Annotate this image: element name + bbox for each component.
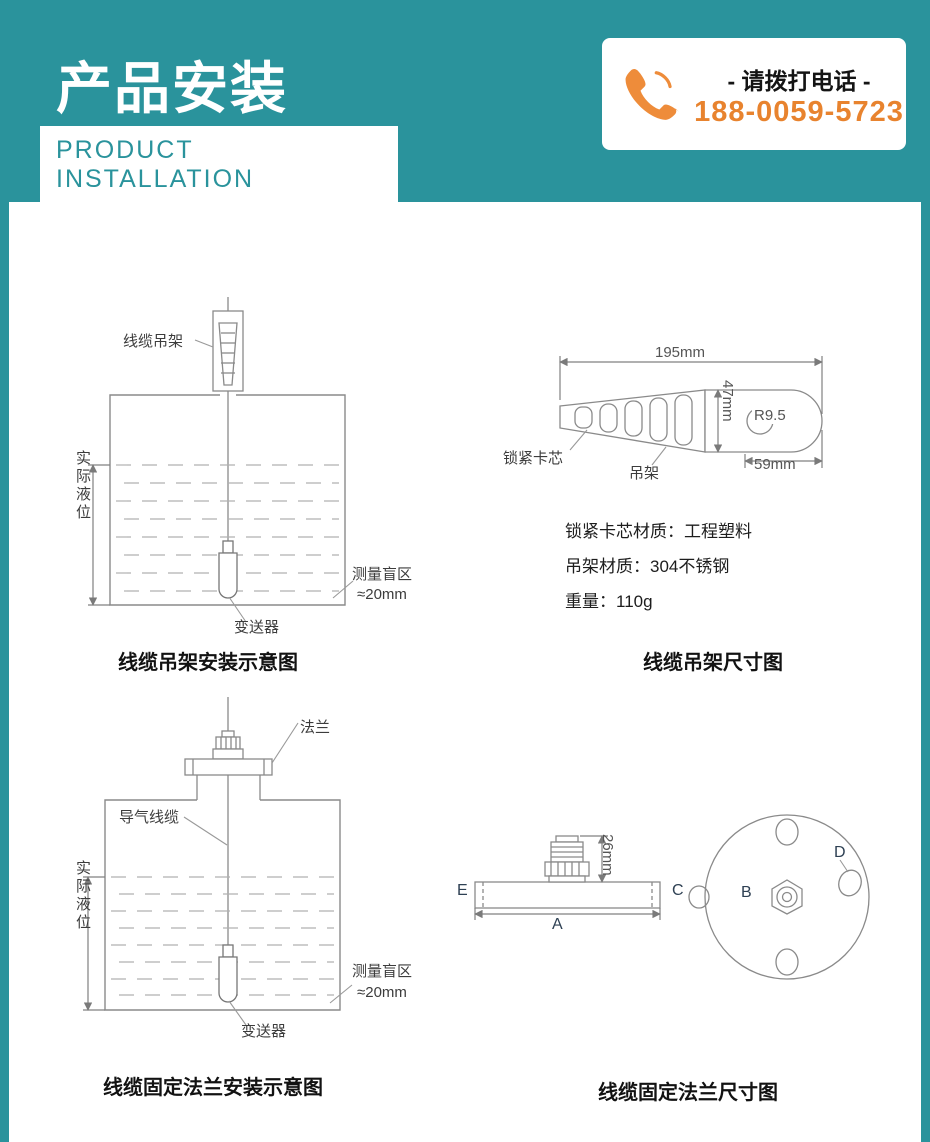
level-dimension (88, 464, 110, 606)
phone-icon (625, 69, 680, 120)
flange-dims-caption: 线缆固定法兰尺寸图 (598, 1082, 778, 1104)
flange-plate (184, 758, 273, 800)
liquid-hatch (111, 876, 334, 996)
transmitter-label: 变送器 (234, 619, 280, 636)
blind-zone-label: 测量盲区 (352, 566, 413, 583)
leader-lines (569, 429, 667, 466)
level-dimension (83, 876, 105, 1011)
header-banner: 产品安装 PRODUCT INSTALLATION - 请拨打电话 - 188-… (0, 0, 930, 202)
gland-side-view (544, 835, 590, 883)
flange-top-view (688, 814, 870, 980)
plate-width-dimension (474, 908, 661, 920)
air-cable-label: 导气线缆 (119, 809, 180, 826)
lock-core-label: 锁紧卡芯 (503, 450, 564, 467)
right-edge-stripe (921, 0, 930, 1142)
letter-a: A (552, 916, 563, 933)
hanger-label: 吊架 (629, 465, 660, 482)
cable-hanger-clamp (212, 310, 244, 392)
tank-outline (109, 394, 346, 606)
letter-c: C (672, 882, 684, 899)
subtitle-panel: PRODUCT INSTALLATION (40, 126, 398, 202)
hanger-install-drawing (88, 297, 354, 623)
length-dim-text: 195mm (655, 344, 706, 361)
hanger-dims-caption: 线缆吊架尺寸图 (643, 652, 783, 674)
actual-level-label: 实际液位 (74, 860, 91, 932)
radius-dim-text: R9.5 (752, 407, 788, 424)
page-title: 产品安装 (56, 57, 288, 120)
page-subtitle: PRODUCT INSTALLATION (56, 136, 255, 193)
flange-dimension-drawing (474, 814, 870, 980)
transmitter-probe (218, 944, 238, 1003)
flange-side-view (474, 881, 661, 909)
phone-card: - 请拨打电话 - 188-0059-5723 (602, 38, 906, 150)
spec-lock-core-material: 锁紧卡芯材质：工程塑料 (565, 522, 752, 541)
spec-weight: 重量：110g (565, 592, 653, 611)
blind-zone-value: ≈20mm (357, 984, 407, 1001)
gland-height-dim-text: 26mm (599, 834, 616, 876)
letter-d: D (834, 844, 846, 861)
letter-e: E (457, 882, 468, 899)
blind-zone-value: ≈20mm (357, 586, 407, 603)
left-edge-stripe (0, 0, 9, 1142)
flange-install-drawing (83, 697, 353, 1026)
hanger-dimension-drawing (559, 356, 823, 468)
phone-number: 188-0059-5723 (694, 96, 904, 128)
phone-cta-text: - 请拨打电话 - (727, 68, 871, 94)
length-dimension (559, 356, 823, 414)
spec-hanger-material: 吊架材质：304不锈钢 (565, 557, 730, 576)
flange-install-caption: 线缆固定法兰安装示意图 (103, 1077, 323, 1099)
transmitter-probe (218, 540, 238, 599)
cable-gland (212, 730, 244, 760)
blind-zone-label: 测量盲区 (352, 963, 413, 980)
actual-level-label: 实际液位 (74, 450, 91, 522)
leader-lines (839, 859, 849, 873)
tank-outline (104, 799, 341, 1011)
gland-height-dimension (580, 835, 608, 883)
end-width-dimension (744, 430, 823, 468)
height-dim-text: 47mm (719, 380, 736, 422)
cable-hanger-label: 线缆吊架 (123, 333, 184, 350)
flange-label: 法兰 (300, 719, 331, 736)
leader-lines (194, 339, 354, 623)
letter-b: B (741, 884, 752, 901)
hanger-install-caption: 线缆吊架安装示意图 (118, 652, 298, 674)
leader-lines (183, 722, 353, 1026)
end-width-dim-text: 59mm (754, 456, 796, 473)
transmitter-label: 变送器 (241, 1023, 287, 1040)
